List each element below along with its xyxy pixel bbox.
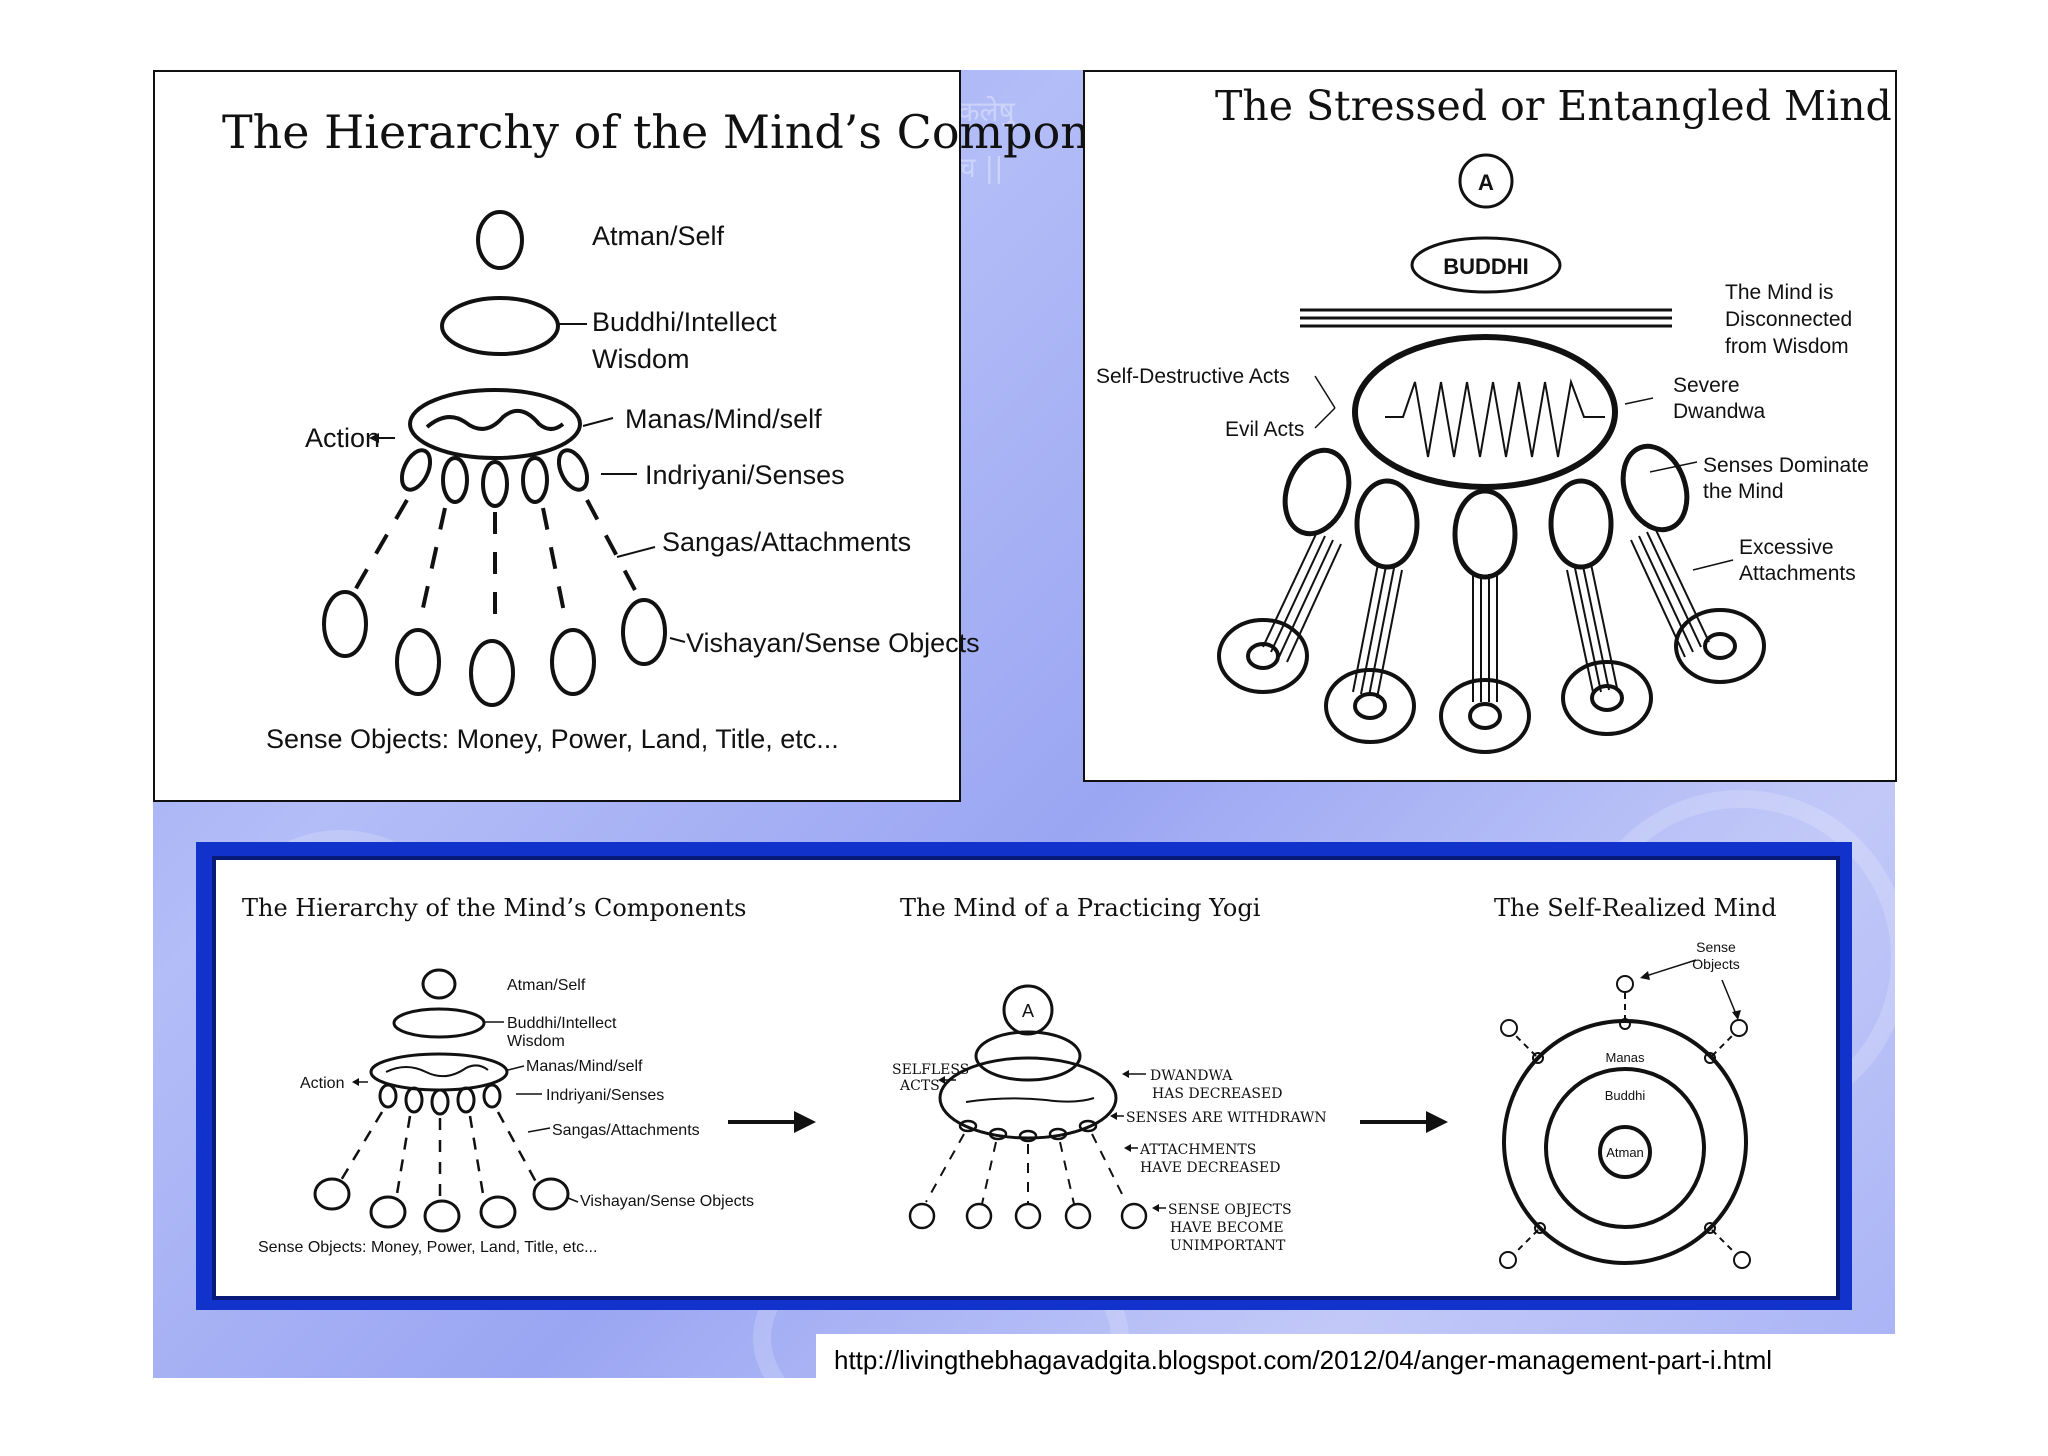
buddhi-label: BUDDHI bbox=[1443, 254, 1529, 279]
manas-label: Manas/Mind/self bbox=[625, 404, 822, 434]
severe-dwandwa-label-1: Severe bbox=[1673, 374, 1740, 397]
progression-panel-frame: The Hierarchy of the Mind’s Components A… bbox=[196, 842, 1852, 1310]
right-atman-ring bbox=[1598, 1125, 1652, 1179]
left-atman-label: Atman/Self bbox=[507, 977, 586, 994]
disconnected-label-3: from Wisdom bbox=[1725, 335, 1849, 358]
right-title: The Self-Realized Mind bbox=[1494, 894, 1777, 922]
disconnect-lines bbox=[1300, 308, 1672, 328]
selfless-label-2: Acts bbox=[899, 1078, 940, 1094]
source-url-box bbox=[816, 1334, 1896, 1394]
objects-label-3: Unimportant bbox=[1170, 1238, 1286, 1254]
dwandwa-label-1: Dwandwa bbox=[1150, 1068, 1233, 1084]
right-buddhi-ring bbox=[1544, 1067, 1706, 1229]
atman-node bbox=[476, 210, 524, 270]
middle-atman-node bbox=[1002, 984, 1054, 1036]
stressed-mind-panel: The Stressed or Entangled Mind A BUDDHI … bbox=[1083, 70, 1897, 782]
left-manas-label: Manas/Mind/self bbox=[526, 1058, 643, 1075]
middle-atman-letter: A bbox=[1022, 1001, 1034, 1021]
hierarchy-diagram-panel: The Hierarchy of the Mind’s Components A… bbox=[153, 70, 1189, 802]
left-indriyani-label: Indriyani/Senses bbox=[546, 1087, 664, 1104]
manas-node bbox=[1352, 334, 1618, 490]
buddhi-label-2: Wisdom bbox=[592, 344, 690, 374]
attachments-label-2: have decreased bbox=[1140, 1160, 1280, 1176]
left-atman-node bbox=[421, 968, 457, 1000]
action-label: Action bbox=[305, 423, 380, 453]
excessive-attachments-label-1: Excessive bbox=[1739, 536, 1834, 559]
sangas-label: Sangas/Attachments bbox=[662, 527, 911, 557]
dwandwa-label-2: has Decreased bbox=[1152, 1086, 1282, 1102]
selfless-label-1: Selfless bbox=[892, 1062, 969, 1078]
buddhi-node bbox=[1410, 236, 1562, 294]
buddhi-node bbox=[440, 296, 560, 356]
panel1-title: The Hierarchy of the Mind’s Components bbox=[222, 105, 1189, 159]
dwandwa-zigzag bbox=[1385, 378, 1605, 458]
right-sense-label-2: Objects bbox=[1692, 956, 1739, 972]
right-atman-label: Atman bbox=[1606, 1145, 1644, 1160]
left-sangas-label: Sangas/Attachments bbox=[552, 1122, 700, 1139]
left-buddhi-label-2: Wisdom bbox=[507, 1033, 565, 1050]
middle-manas-node bbox=[938, 1056, 1118, 1140]
right-manas-label: Manas bbox=[1605, 1050, 1645, 1065]
atman-letter: A bbox=[1478, 170, 1494, 195]
left-title: The Hierarchy of the Mind’s Components bbox=[242, 894, 746, 922]
senses-dominate-label-1: Senses Dominate bbox=[1703, 454, 1869, 477]
atman-node bbox=[1458, 153, 1514, 209]
attachments-label-1: Attachments bbox=[1139, 1142, 1256, 1158]
right-buddhi-label: Buddhi bbox=[1605, 1088, 1646, 1103]
vishayan-label: Vishayan/Sense Objects bbox=[686, 628, 980, 658]
background-sanskrit-text-2: च || bbox=[958, 151, 1004, 184]
senses-dominate-label-2: the Mind bbox=[1703, 480, 1784, 503]
evil-acts-label: Evil Acts bbox=[1225, 418, 1304, 441]
stressed-mind-diagram: The Stressed or Entangled Mind A BUDDHI … bbox=[1096, 82, 1892, 754]
left-footer: Sense Objects: Money, Power, Land, Title… bbox=[258, 1239, 597, 1256]
atman-label: Atman/Self bbox=[592, 221, 725, 251]
objects-label-2: Have Become bbox=[1170, 1220, 1284, 1236]
left-action-label: Action bbox=[300, 1075, 344, 1092]
hierarchy-diagram: The Hierarchy of the Mind’s Components A… bbox=[222, 105, 1189, 754]
buddhi-label-1: Buddhi/Intellect bbox=[592, 307, 777, 337]
sense-petals bbox=[399, 448, 590, 508]
sense-object-nodes bbox=[322, 590, 667, 707]
left-buddhi-node bbox=[392, 1007, 486, 1039]
right-sense-label-1: Sense bbox=[1696, 939, 1736, 955]
withdrawn-label: Senses are Withdrawn bbox=[1126, 1110, 1327, 1126]
panel2-title: The Stressed or Entangled Mind bbox=[1215, 82, 1892, 130]
manas-node bbox=[408, 388, 582, 460]
indriyani-label: Indriyani/Senses bbox=[645, 460, 845, 490]
disconnected-label-2: Disconnected bbox=[1725, 308, 1852, 331]
middle-buddhi-node bbox=[974, 1030, 1082, 1082]
source-url: http://livingthebhagavadgita.blogspot.co… bbox=[834, 1345, 1773, 1375]
panel1-footer: Sense Objects: Money, Power, Land, Title… bbox=[266, 724, 839, 754]
middle-title: The Mind of a Practicing Yogi bbox=[900, 894, 1261, 922]
progression-diagram: The Hierarchy of the Mind’s Components A… bbox=[242, 894, 1777, 1269]
background-sanskrit-text-1: कलेषु bbox=[958, 95, 1015, 128]
left-vishayan-label: Vishayan/Sense Objects bbox=[580, 1193, 754, 1210]
progression-panel: The Hierarchy of the Mind’s Components A… bbox=[212, 856, 1840, 1300]
severe-dwandwa-label-2: Dwandwa bbox=[1673, 400, 1766, 423]
attachment-lines bbox=[353, 498, 637, 632]
excessive-attachments-label-2: Attachments bbox=[1739, 562, 1856, 585]
disconnected-label-1: The Mind is bbox=[1725, 281, 1834, 304]
left-buddhi-label-1: Buddhi/Intellect bbox=[507, 1015, 617, 1032]
sense-object-rings bbox=[1217, 608, 1766, 754]
objects-label-1: Sense Objects bbox=[1168, 1202, 1292, 1218]
self-destructive-label: Self-Destructive Acts bbox=[1096, 365, 1290, 388]
